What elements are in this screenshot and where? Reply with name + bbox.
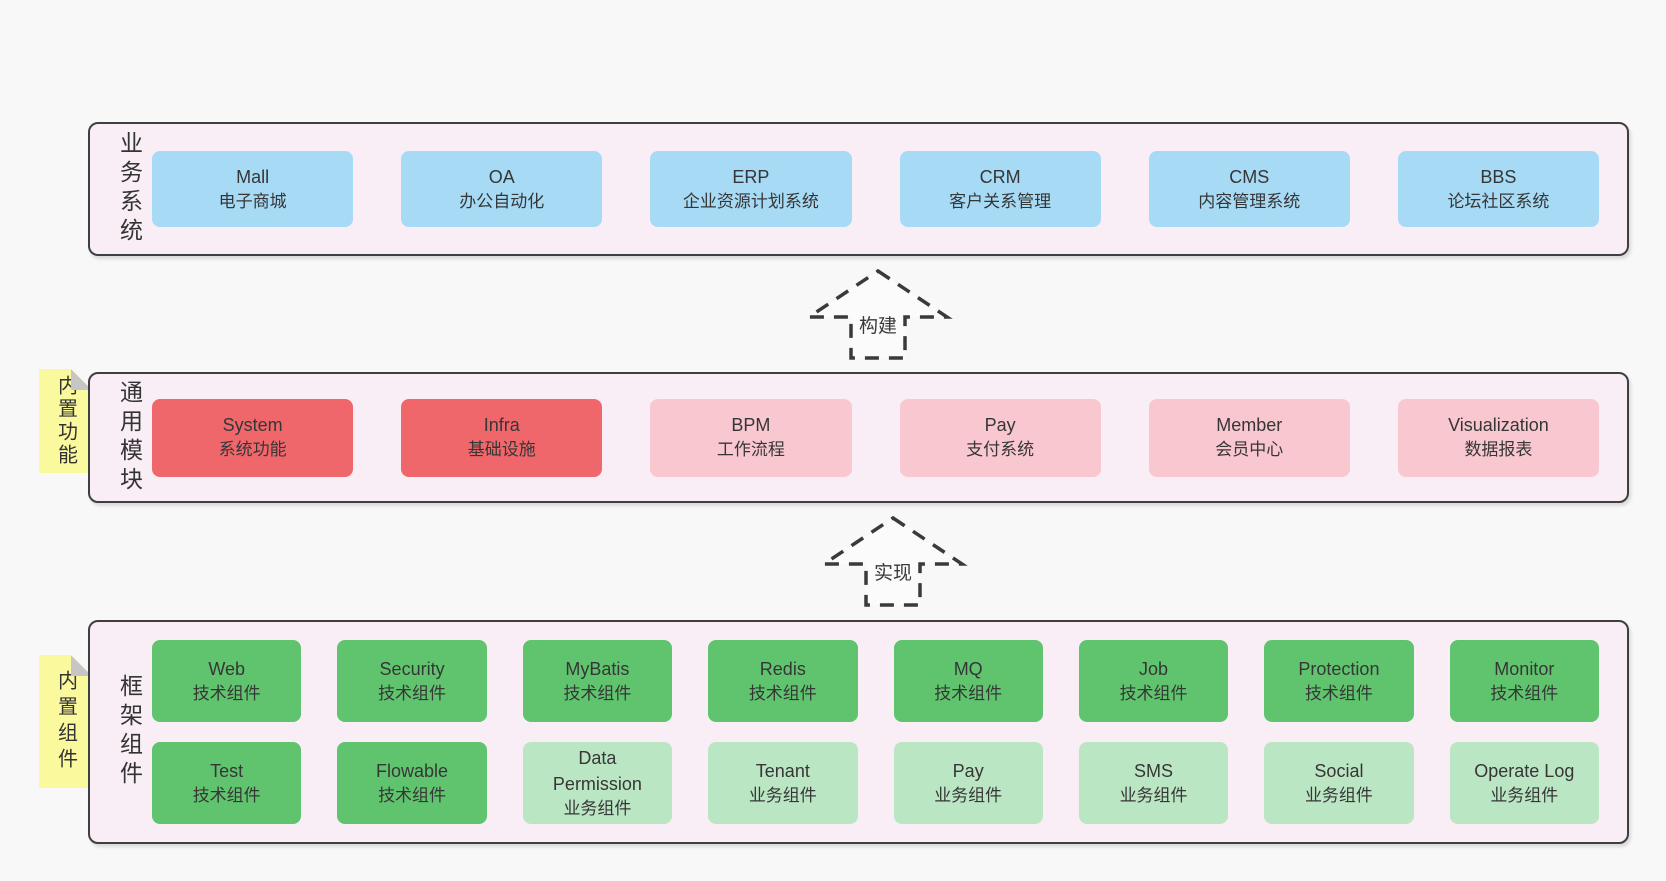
framework-box-row-2: Test 技术组件 Flowable 技术组件 Data Permission … — [152, 742, 1599, 824]
box-sms: SMS 业务组件 — [1078, 742, 1229, 824]
box-social: Social 业务组件 — [1264, 742, 1414, 824]
modules-box-row: System 系统功能 Infra 基础设施 BPM 工作流程 Pay 支付系统… — [152, 398, 1600, 477]
implement-arrow-label: 实现 — [868, 556, 918, 587]
box-infra: Infra 基础设施 — [401, 398, 603, 477]
box-protection: Protection 技术组件 — [1264, 640, 1414, 722]
box-job: Job 技术组件 — [1078, 640, 1229, 722]
builtin-components-note: 内置组件 — [39, 655, 92, 788]
box-redis: Redis 技术组件 — [708, 640, 858, 722]
box-monitor: Monitor 技术组件 — [1449, 640, 1599, 722]
implement-arrow-icon: 实现 — [818, 512, 968, 608]
box-security: Security 技术组件 — [337, 640, 487, 722]
box-test: Test 技术组件 — [152, 742, 302, 824]
box-member: Member 会员中心 — [1148, 398, 1350, 477]
box-pay-module: Pay 支付系统 — [899, 398, 1101, 477]
box-erp: ERP 企业资源计划系统 — [650, 151, 852, 227]
business-systems-layer: 业务系统 Mall 电子商城 OA 办公自动化 ERP 企业资源计划系统 CRM… — [88, 122, 1629, 256]
framework-box-row-1: Web 技术组件 Security 技术组件 MyBatis 技术组件 Redi… — [152, 640, 1599, 722]
box-visualization: Visualization 数据报表 — [1397, 398, 1600, 477]
box-crm: CRM 客户关系管理 — [899, 151, 1101, 227]
box-system: System 系统功能 — [152, 398, 354, 477]
builtin-features-note: 内置功能 — [39, 369, 92, 473]
build-arrow-icon: 构建 — [803, 265, 953, 361]
common-modules-layer: 通用模块 System 系统功能 Infra 基础设施 BPM 工作流程 Pay… — [88, 372, 1629, 503]
box-mq: MQ 技术组件 — [893, 640, 1043, 722]
box-cms: CMS 内容管理系统 — [1148, 151, 1350, 227]
box-bbs: BBS 论坛社区系统 — [1397, 151, 1600, 227]
layer-label-business: 业务系统 — [116, 131, 143, 247]
box-pay-component: Pay 业务组件 — [893, 742, 1043, 824]
framework-components-layer: 框架组件 Web 技术组件 Security 技术组件 MyBatis 技术组件… — [88, 620, 1629, 844]
business-box-row: Mall 电子商城 OA 办公自动化 ERP 企业资源计划系统 CRM 客户关系… — [152, 151, 1600, 227]
box-mybatis: MyBatis 技术组件 — [522, 640, 673, 722]
box-bpm: BPM 工作流程 — [650, 398, 852, 477]
layer-label-modules: 通用模块 — [116, 379, 143, 496]
box-oa: OA 办公自动化 — [401, 151, 603, 227]
box-operate-log: Operate Log 业务组件 — [1449, 742, 1599, 824]
box-data-permission: Data Permission 业务组件 — [522, 742, 673, 824]
box-tenant: Tenant 业务组件 — [708, 742, 858, 824]
box-mall: Mall 电子商城 — [152, 151, 354, 227]
box-web: Web 技术组件 — [152, 640, 302, 722]
framework-box-grid: Web 技术组件 Security 技术组件 MyBatis 技术组件 Redi… — [152, 640, 1599, 824]
layer-label-framework: 框架组件 — [116, 674, 143, 790]
build-arrow-label: 构建 — [853, 309, 903, 340]
box-flowable: Flowable 技术组件 — [337, 742, 487, 824]
